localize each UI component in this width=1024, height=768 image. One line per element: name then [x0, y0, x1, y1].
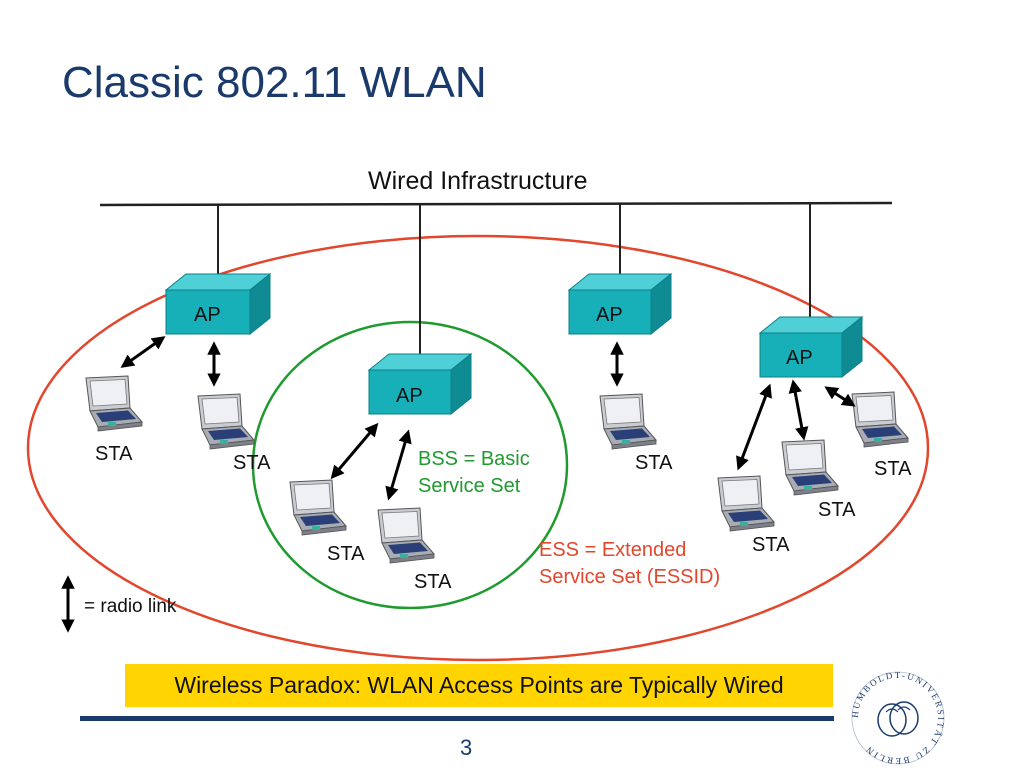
ess-label: ESS = Extended Service Set (ESSID) [539, 539, 720, 588]
radio-link-arrow [824, 386, 856, 407]
ap-label: AP [786, 347, 813, 369]
laptop-icon [717, 475, 775, 532]
sta-label: STA [874, 458, 912, 480]
ap-label: AP [396, 385, 423, 407]
radio-link-arrow [736, 383, 772, 471]
legend-text: = radio link [84, 596, 177, 617]
ap-label: AP [194, 304, 221, 326]
paradox-highlight-box: Wireless Paradox: WLAN Access Points are… [125, 664, 833, 707]
sta-label: STA [752, 534, 790, 556]
ess-label-line2: Service Set (ESSID) [539, 566, 720, 588]
laptop-icon [289, 479, 347, 536]
access-point: AP [367, 352, 473, 416]
sta-label: STA [233, 452, 271, 474]
laptop-icon [377, 507, 435, 564]
bss-label-line1: BSS = Basic [418, 448, 530, 470]
radio-link-arrow [788, 379, 809, 441]
laptop-icon [85, 375, 143, 432]
laptop-icon [599, 393, 657, 450]
sta-label: STA [818, 499, 856, 521]
access-point: AP [164, 272, 272, 336]
laptop-icon [197, 393, 255, 450]
sta-label: STA [95, 443, 133, 465]
radio-link-arrow [385, 429, 412, 501]
slide-title: Classic 802.11 WLAN [62, 58, 487, 107]
page-number: 3 [460, 735, 473, 760]
radio-link-arrow [330, 422, 379, 480]
svg-text:HUMBOLDT-UNIVERSITÄT ZU BERLIN: HUMBOLDT-UNIVERSITÄT ZU BERLIN [850, 670, 946, 766]
footer-rule [80, 716, 834, 721]
bss-circle [251, 320, 569, 610]
sta-label: STA [635, 452, 673, 474]
paradox-text: Wireless Paradox: WLAN Access Points are… [174, 672, 784, 698]
ess-ellipse [26, 234, 930, 662]
sta-label: STA [414, 571, 452, 593]
seal-text: HUMBOLDT-UNIVERSITÄT ZU BERLIN [850, 670, 944, 766]
ap-label: AP [596, 304, 623, 326]
ess-label-line1: ESS = Extended [539, 539, 686, 561]
sta-label: STA [327, 543, 365, 565]
access-point: AP [758, 315, 864, 379]
laptop-icon [851, 391, 909, 448]
bss-label: BSS = Basic Service Set [418, 448, 535, 497]
bss-label-line2: Service Set [418, 475, 521, 497]
university-seal-logo: HUMBOLDT-UNIVERSITÄT ZU BERLIN [850, 670, 946, 766]
radio-link-arrow [120, 336, 166, 368]
wired-infrastructure-label: Wired Infrastructure [368, 167, 588, 195]
laptop-icon [781, 439, 839, 496]
wired-infrastructure-line [99, 201, 893, 207]
access-point: AP [567, 272, 673, 336]
